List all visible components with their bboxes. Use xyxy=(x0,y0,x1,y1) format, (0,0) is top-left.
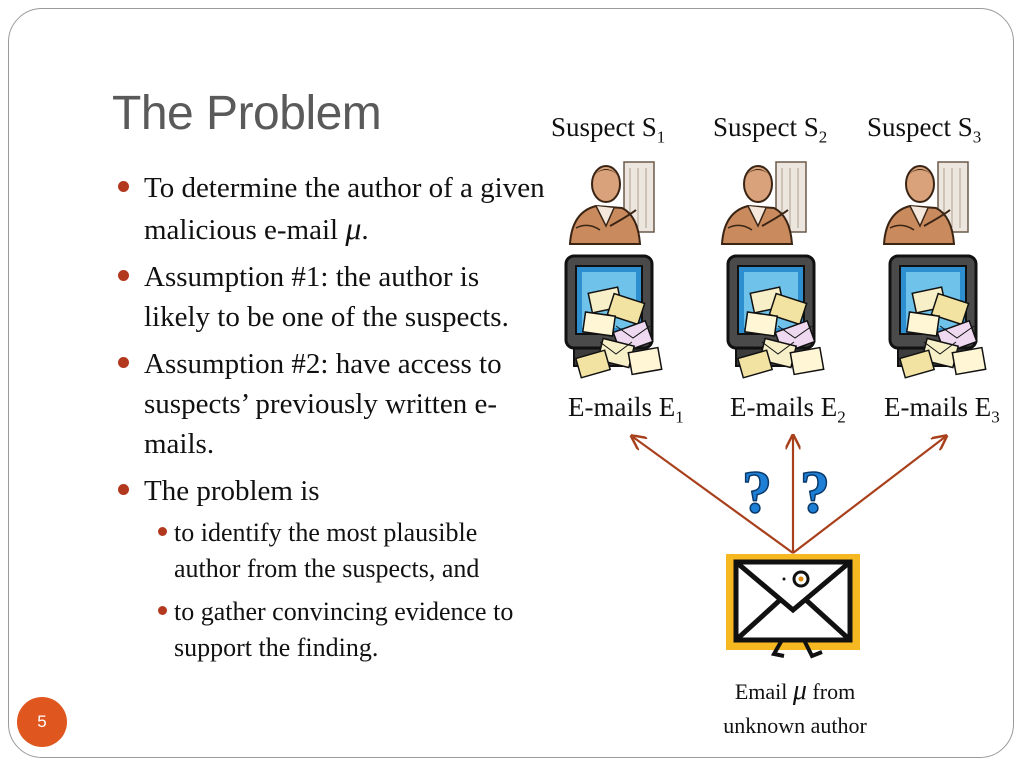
bullet-item-4: The problem is to identify the most plau… xyxy=(118,471,548,666)
slide-number-badge: 5 xyxy=(17,697,67,747)
emails-label-3: E-mails E3 xyxy=(884,392,1000,427)
suspect-person-icon xyxy=(568,161,655,245)
bullet-item-1: To determine the author of a given malic… xyxy=(118,168,548,250)
suspect-label-1-text: Suspect S xyxy=(551,112,657,142)
computer-emails-icon xyxy=(564,254,663,379)
email-caption: Email μ from unknown author xyxy=(700,674,890,743)
suspect-label-1: Suspect S1 xyxy=(551,112,665,147)
computer-emails-icon xyxy=(888,254,987,379)
suspect-label-2-sub: 2 xyxy=(818,127,828,147)
suspect-label-3-sub: 3 xyxy=(972,127,982,147)
sub-bullet-item-2: to gather convincing evidence to support… xyxy=(144,594,548,666)
emails-label-3-sub: 3 xyxy=(991,407,1000,427)
suspect-label-2-text: Suspect S xyxy=(713,112,819,142)
envelope-icon xyxy=(726,554,860,659)
bullet-item-2: Assumption #1: the author is likely to b… xyxy=(118,257,548,337)
caption-text-b: from xyxy=(806,679,856,704)
bullet-text-1-end: . xyxy=(361,214,369,246)
computer-emails-icon xyxy=(726,254,825,379)
bullet-text-1: To determine the author of a given malic… xyxy=(144,172,545,246)
suspect-label-3: Suspect S3 xyxy=(867,112,981,147)
suspect-label-1-sub: 1 xyxy=(656,127,666,147)
bullet-list: To determine the author of a given malic… xyxy=(118,168,548,673)
caption-text-a: Email xyxy=(734,679,793,704)
bullet-text-4: The problem is xyxy=(144,475,320,507)
bullet-item-3: Assumption #2: have access to suspects’ … xyxy=(118,344,548,464)
emails-label-1: E-mails E1 xyxy=(568,392,684,427)
suspect-label-2: Suspect S2 xyxy=(713,112,827,147)
sub-bullet-item-1: to identify the most plausible author fr… xyxy=(144,515,548,587)
caption-line-2: unknown author xyxy=(723,713,867,738)
emails-label-2-text: E-mails E xyxy=(730,392,838,422)
sub-bullet-list: to identify the most plausible author fr… xyxy=(144,515,548,666)
emails-label-2: E-mails E2 xyxy=(730,392,846,427)
page-title: The Problem xyxy=(112,87,382,140)
emails-label-2-sub: 2 xyxy=(837,407,846,427)
emails-label-1-sub: 1 xyxy=(675,407,684,427)
suspect-person-icon xyxy=(882,161,969,245)
emails-label-3-text: E-mails E xyxy=(884,392,992,422)
mu-symbol: μ xyxy=(792,675,807,706)
mu-symbol: μ xyxy=(345,210,362,246)
suspect-person-icon xyxy=(720,161,807,245)
suspect-label-3-text: Suspect S xyxy=(867,112,973,142)
emails-label-1-text: E-mails E xyxy=(568,392,676,422)
